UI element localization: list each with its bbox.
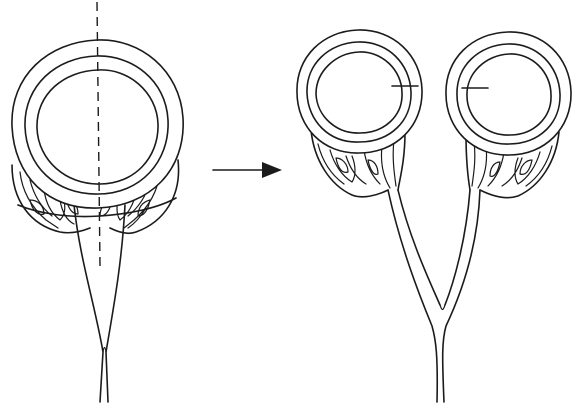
left-stalk-inner [103,348,106,353]
right-b-outer-ring [446,32,571,155]
right-a-pockets [336,158,378,174]
right-ring-a [297,30,422,153]
right-arrow-icon [213,162,282,178]
after-structures [297,30,571,402]
right-b-pockets [490,160,532,176]
right-ring-b [446,32,571,155]
right-y-stalk [388,190,480,402]
before-structure [12,2,183,402]
right-y-crotch [440,305,445,310]
